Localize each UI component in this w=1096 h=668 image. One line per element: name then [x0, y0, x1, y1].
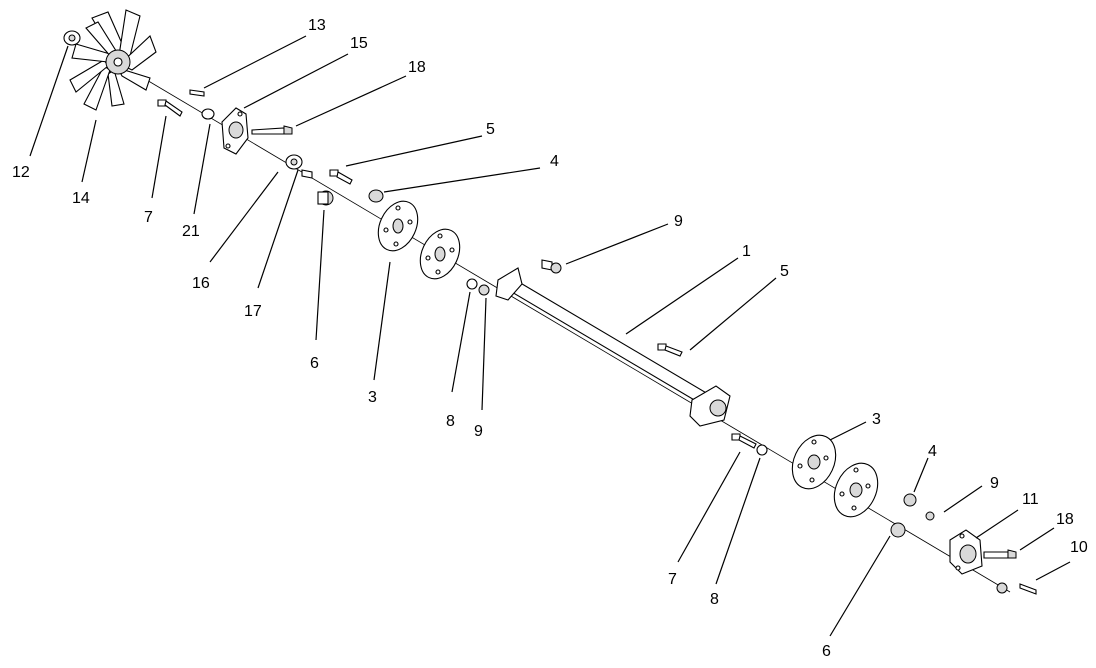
callout-3-bottom: 3: [872, 411, 881, 428]
nut-9-upper: [550, 262, 562, 274]
end-nut: [996, 582, 1008, 594]
callout-16: 16: [192, 275, 210, 292]
callout-18-bottom: 18: [1056, 511, 1074, 528]
callout-4-bottom: 4: [928, 443, 937, 460]
callout-12: 12: [12, 164, 30, 181]
callout-13: 13: [308, 17, 326, 34]
fan-blade-assembly: [69, 9, 157, 111]
washer-12: [63, 30, 81, 46]
pin-13: [189, 89, 205, 97]
nut-9-bottom: [925, 511, 935, 521]
collar-6-top: [317, 190, 334, 206]
callout-4-top: 4: [550, 153, 559, 170]
callout-labels: 13 15 18 12 14 7 21 16 17 5 4 6 3 9 8 9 …: [12, 17, 1088, 660]
bolt-7-bottom: [731, 433, 757, 449]
bearing-flange-15: [221, 107, 249, 155]
bolt-7-top: [157, 99, 183, 117]
callout-18-top: 18: [408, 59, 426, 76]
callout-6-top: 6: [310, 355, 319, 372]
flange-disc-3-bottom-a: [791, 434, 837, 490]
washer-8-top: [466, 278, 478, 290]
nut-4-bottom: [903, 493, 917, 507]
callout-1: 1: [742, 243, 751, 260]
spacer-21: [201, 108, 215, 120]
callout-17: 17: [244, 303, 262, 320]
flange-disc-3-top-b: [419, 228, 461, 280]
callout-9-bottom: 9: [990, 475, 999, 492]
callout-15: 15: [350, 35, 368, 52]
nut-4-top: [368, 189, 384, 203]
pin-10: [1019, 583, 1037, 595]
callout-5-top: 5: [486, 121, 495, 138]
shaft: [139, 75, 1011, 593]
flange-disc-3-top-a: [377, 200, 419, 252]
set-screw-18-bottom: [983, 549, 1017, 559]
bolt-17: [301, 169, 313, 179]
washer-16: [285, 154, 303, 170]
callout-11: 11: [1022, 491, 1039, 508]
leader-lines: [29, 35, 1071, 637]
flange-disc-3-bottom-b: [833, 462, 879, 518]
callout-8-bottom: 8: [710, 591, 719, 608]
callout-21: 21: [182, 223, 200, 240]
callout-9-upper: 9: [674, 213, 683, 230]
shaft-bracket-right: [689, 385, 731, 427]
washer-8-bottom: [756, 444, 768, 456]
callout-14: 14: [72, 190, 90, 207]
bolt-5-middle: [657, 343, 683, 357]
bolt-5-top: [329, 169, 353, 185]
callout-9-top: 9: [474, 423, 483, 440]
callout-8-top: 8: [446, 413, 455, 430]
collar-6-bottom: [890, 522, 906, 538]
callout-7-top: 7: [144, 209, 153, 226]
nut-9-top: [478, 284, 490, 296]
callout-3-top: 3: [368, 389, 377, 406]
callout-6-bottom: 6: [822, 643, 831, 660]
callout-10: 10: [1070, 539, 1088, 556]
bearing-flange-11: [949, 529, 983, 575]
callout-7-bottom: 7: [668, 571, 677, 588]
set-screw-18-top: [251, 125, 293, 135]
callout-5-middle: 5: [780, 263, 789, 280]
